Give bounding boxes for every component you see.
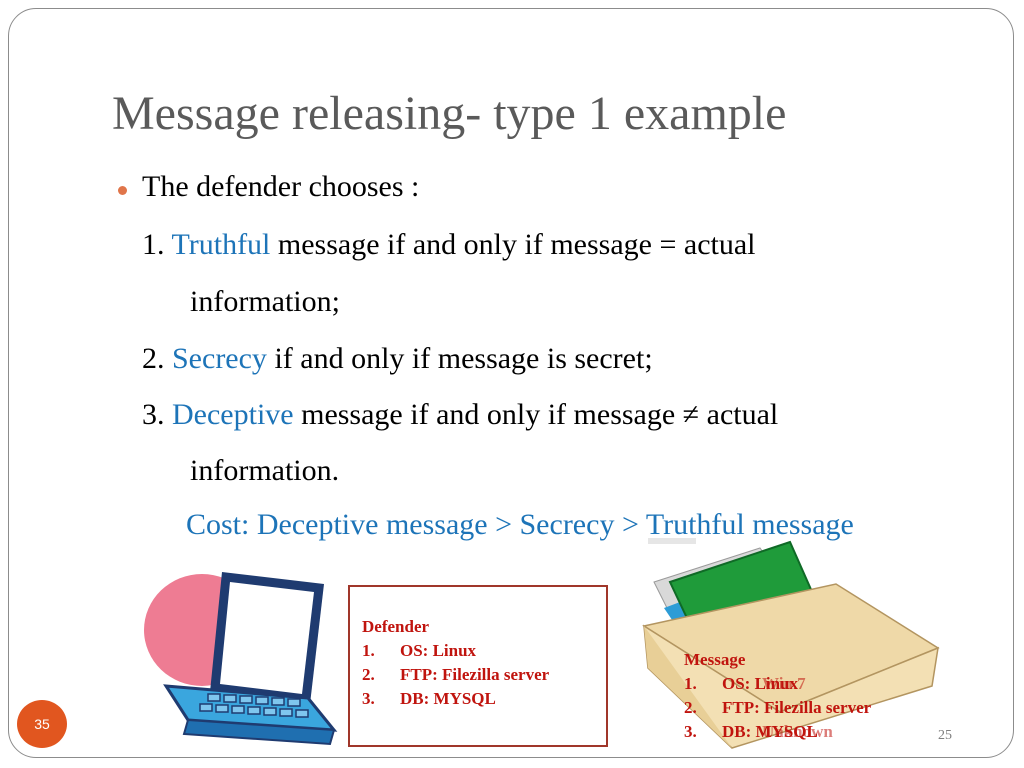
defender-row: 2. FTP: Filezilla server (362, 663, 606, 687)
bullet-icon (118, 186, 127, 195)
intro-text: The defender chooses : (142, 170, 420, 203)
row-number: 1. (362, 641, 375, 660)
row-text: OS: Linux (400, 641, 477, 660)
keyword-deceptive: Deceptive (172, 398, 294, 431)
row-text: FTP: Filezilla server (400, 665, 550, 684)
cost-line: Cost: Deceptive message > Secrecy > Trut… (186, 508, 854, 541)
row-text: DB: MYSQL (722, 722, 818, 741)
slide-title: Message releasing- type 1 example (112, 87, 787, 140)
row-overlap-text: Win 7 (762, 674, 806, 693)
row-overlap-text: Unknown (762, 722, 833, 741)
row-number: 3. (362, 689, 375, 708)
item-truthful-cont: information; (190, 285, 340, 318)
item-truthful: 1. Truthful message if and only if messa… (142, 228, 756, 262)
row-text: FTP: Filezilla server (722, 698, 872, 717)
defender-box: Defender 1. OS: Linux 2. FTP: Filezilla se… (348, 585, 608, 747)
keyword-truthful: Truthful (171, 228, 271, 261)
item-text: message if and only if message = actual (270, 228, 756, 261)
item-text: if and only if message is secret; (266, 342, 653, 375)
defender-heading: Defender (362, 617, 430, 636)
slide-number: 25 (938, 728, 952, 743)
row-text: DB: MYSQL (400, 689, 496, 708)
item-number: 1. (142, 228, 165, 261)
defender-row: 1. OS: Linux (362, 639, 606, 663)
laptop-clipart (144, 572, 338, 746)
defender-row: 3. DB: MYSQL (362, 687, 606, 711)
item-number: 3. (142, 398, 165, 431)
item-deceptive: 3. Deceptive message if and only if mess… (142, 398, 778, 432)
message-heading: Message (684, 650, 746, 669)
keyword-secrecy: Secrecy (172, 342, 267, 375)
page-badge: 35 (17, 700, 67, 748)
message-row: 2. FTP: Filezilla server (684, 696, 871, 720)
row-number: 3. (684, 722, 697, 741)
item-number: 2. (142, 342, 165, 375)
item-text: message if and only if message ≠ actual (293, 398, 779, 431)
row-text: OS: Linux (722, 674, 799, 693)
row-number: 2. (362, 665, 375, 684)
item-deceptive-cont: information. (190, 454, 340, 487)
item-secrecy: 2. Secrecy if and only if message is sec… (142, 342, 653, 376)
envelope-clipart (642, 538, 940, 749)
row-number: 1. (684, 674, 697, 693)
row-number: 2. (684, 698, 697, 717)
